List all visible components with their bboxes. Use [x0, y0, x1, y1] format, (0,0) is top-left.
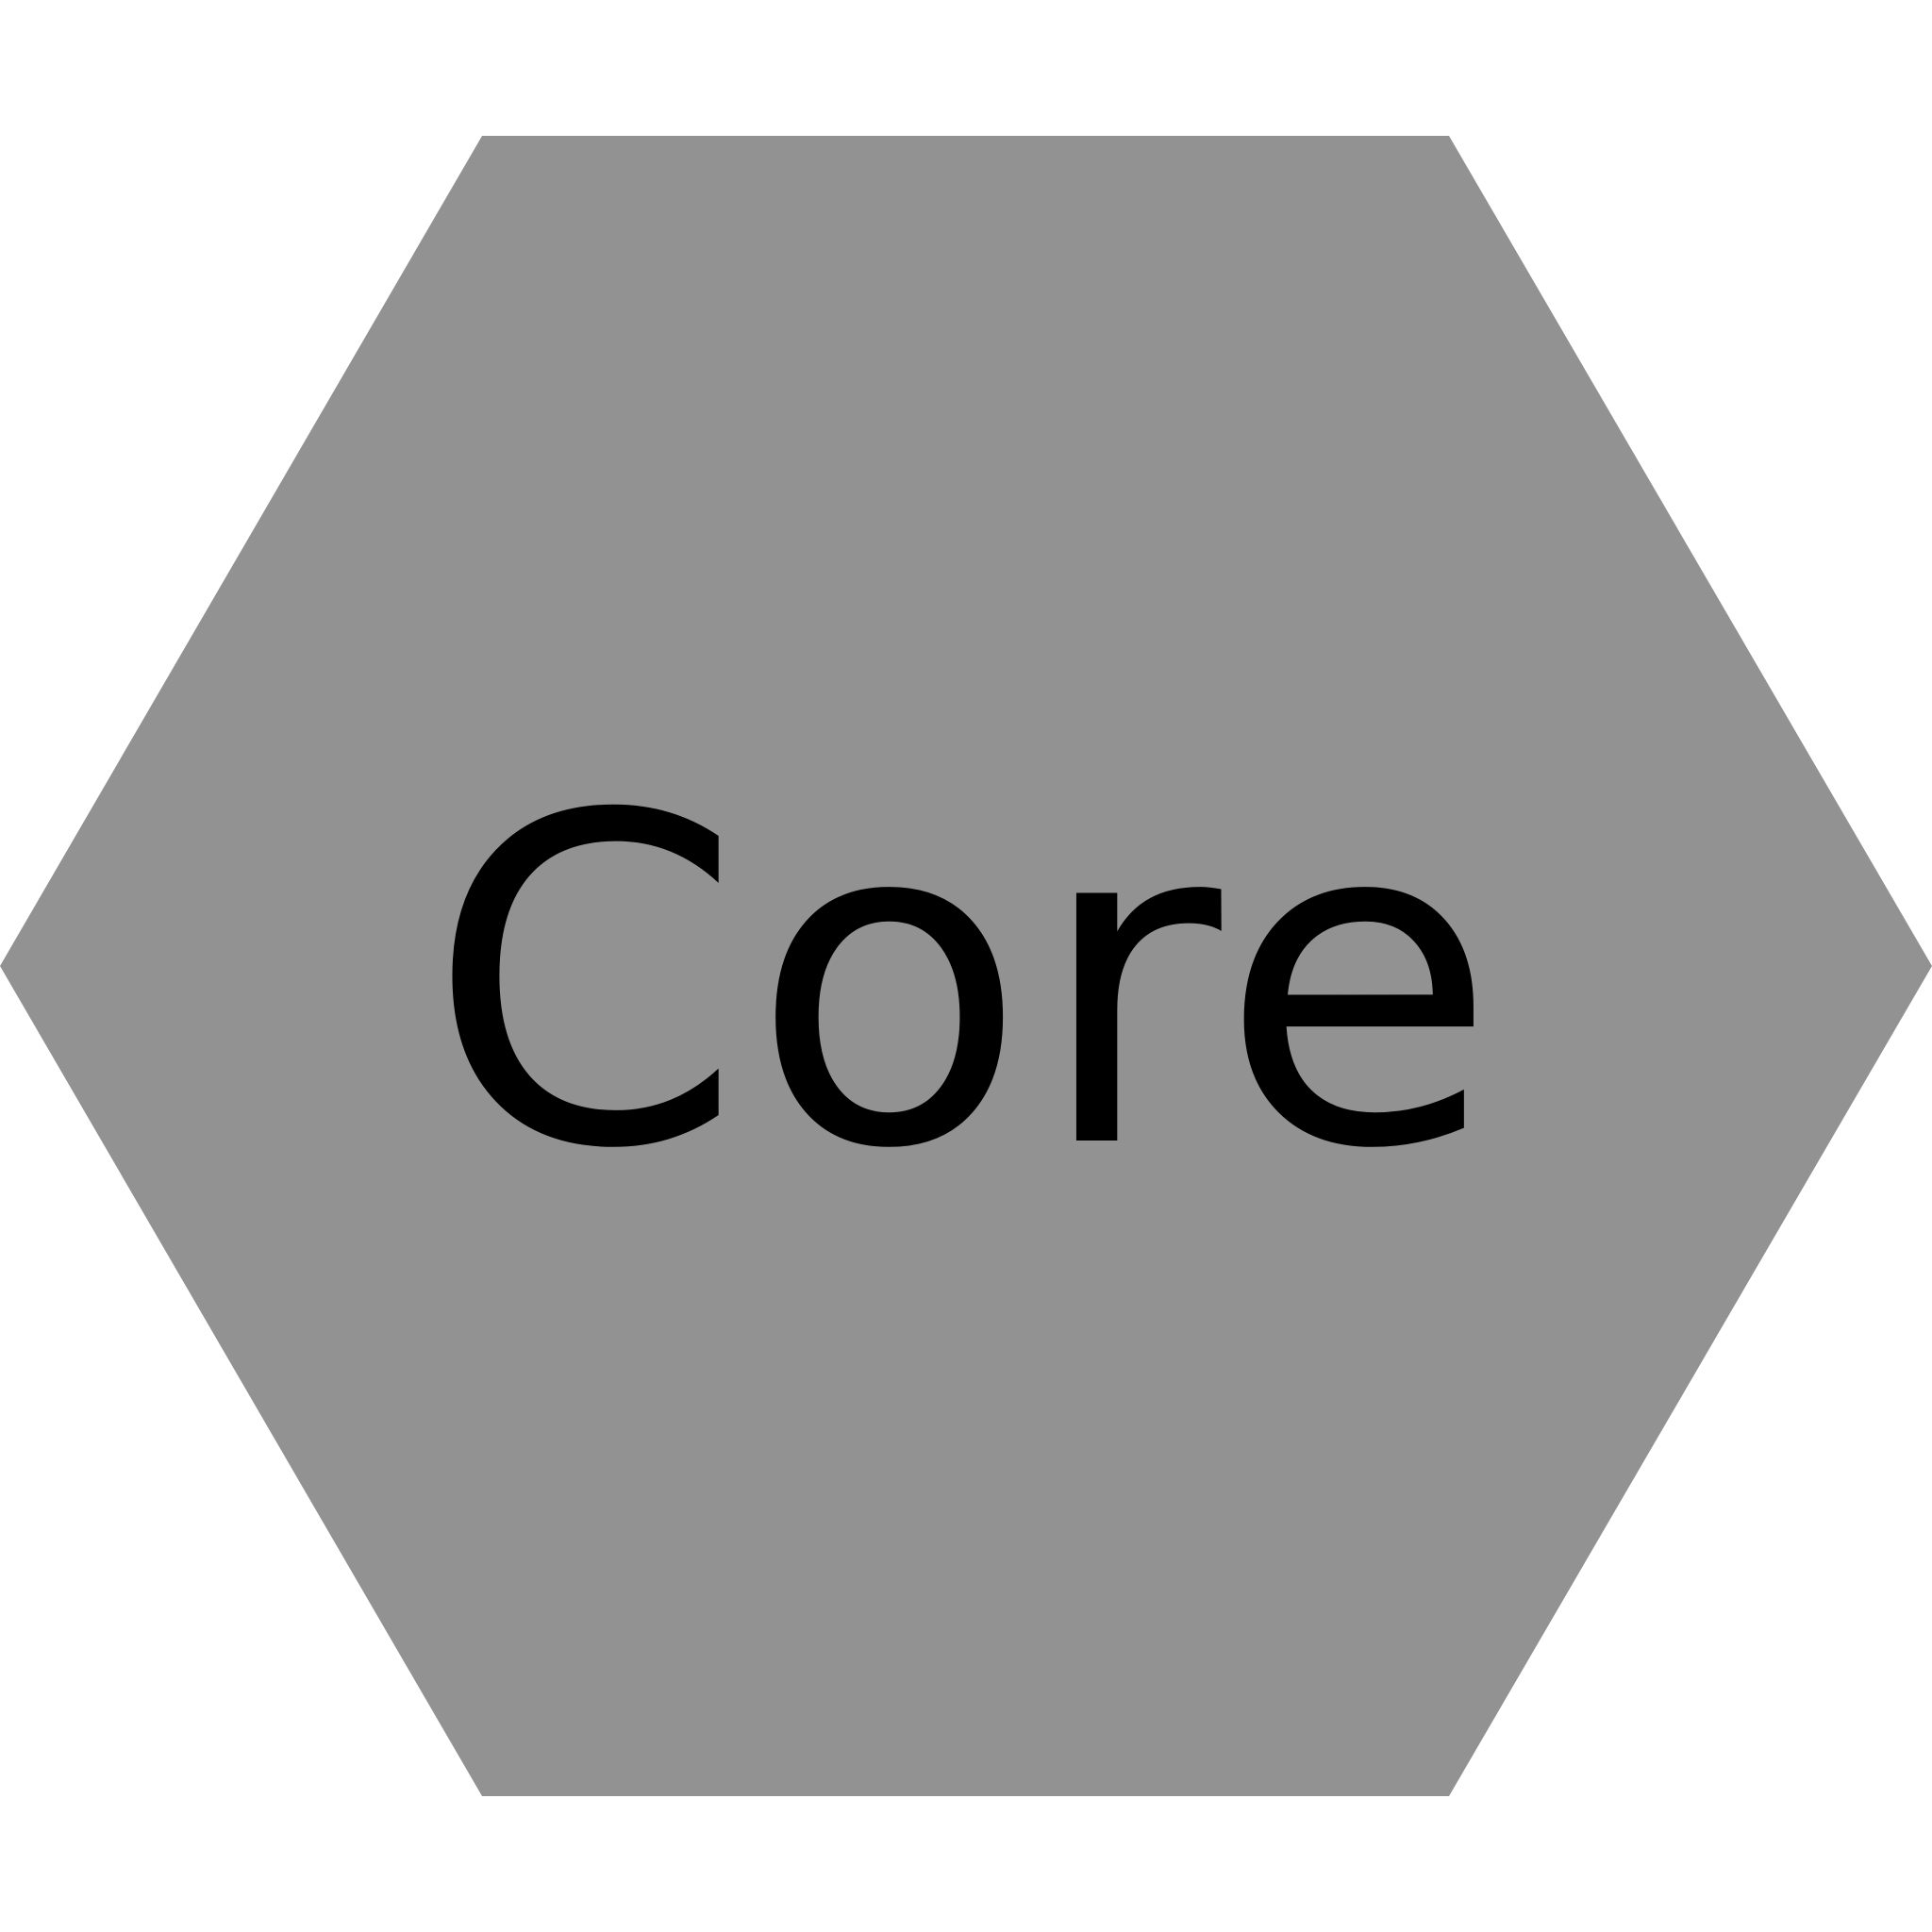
hexagon-polygon	[0, 136, 1932, 1796]
